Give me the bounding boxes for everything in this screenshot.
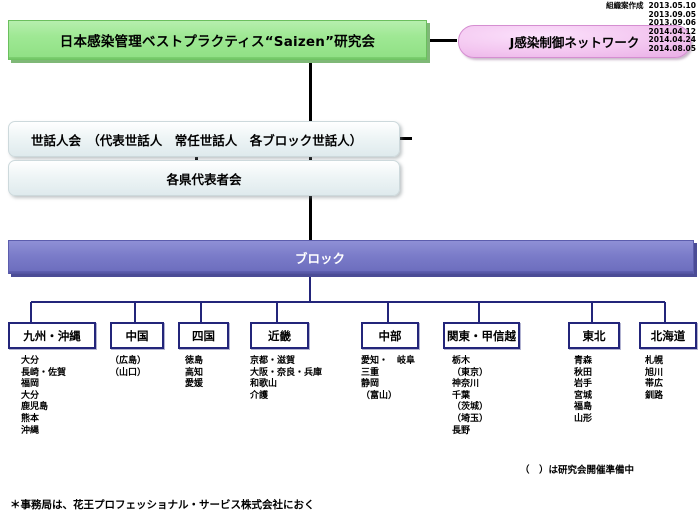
revision-label: 組織案作成 [606, 1, 644, 10]
revision-row: 2014.04.24 [606, 36, 696, 45]
kakuken-daihyosha-label: 各県代表者会 [166, 171, 242, 187]
prefecture-item: 青森 [574, 356, 593, 366]
prefecture-item: 宮城 [574, 390, 593, 401]
region-column: 四国 徳島高知愛媛 [178, 322, 229, 391]
prefecture-item: 愛知・ 岐阜 [361, 356, 416, 366]
prefecture-item: 秋田 [574, 367, 593, 378]
prefecture-list-hokkaido: 札幌旭川帯広釧路 [639, 356, 693, 402]
paren-note: （ ）は研究会開催準備中 [520, 465, 635, 476]
sewaninkai-label: 世話人会 （代表世話人 常任世話人 各ブロック世話人） [31, 132, 363, 148]
region-label: 関東・甲信越 [447, 328, 516, 343]
office-note: ＊事務局は、花王プロフェッショナル・サービス株式会社におく [10, 499, 315, 511]
region-label: 九州・沖縄 [23, 328, 81, 343]
revision-date: 2013.09.06 [648, 18, 696, 28]
prefecture-item: 岩手 [574, 379, 593, 390]
region-label: 北海道 [650, 328, 686, 343]
sewaninkai-kakuken-connector [195, 154, 198, 162]
prefecture-item: 福島 [574, 402, 593, 413]
prefecture-list-kyushu-okinawa: 大分長崎・佐賀福岡大分鹿児島熊本沖縄 [8, 356, 92, 437]
region-column: 九州・沖縄 大分長崎・佐賀福岡大分鹿児島熊本沖縄 [8, 322, 96, 437]
prefecture-item: 山形 [574, 413, 593, 424]
research-society-box: 日本感染管理ベストプラクティス“Saizen”研究会 [8, 20, 427, 60]
prefecture-item: 千葉 [452, 390, 471, 401]
sewaninkai-spine-connector [398, 137, 412, 140]
block-label: ブロック [294, 250, 345, 266]
infection-control-network-label: J感染制御ネットワーク [509, 35, 640, 50]
prefecture-item: 鹿児島 [21, 402, 49, 413]
region-label: 近畿 [268, 328, 291, 343]
prefecture-item: 愛媛 [185, 379, 204, 390]
prefecture-item: 神奈川 [452, 379, 480, 390]
revision-row: 2013.09.05 [606, 9, 696, 20]
prefecture-item: 長崎・佐賀 [21, 367, 67, 378]
prefecture-item: 釧路 [645, 390, 664, 401]
region-box-shikoku[interactable]: 四国 [178, 322, 229, 349]
prefecture-item: 福岡 [21, 379, 40, 390]
prefecture-item: 旭川 [645, 367, 664, 378]
prefecture-item: 高知 [185, 367, 204, 378]
region-label: 四国 [192, 328, 215, 343]
region-column: 関東・甲信越 栃木（東京）神奈川千葉（茨城）（埼玉）長野 [443, 322, 520, 437]
region-box-kanto-koshinetsu[interactable]: 関東・甲信越 [443, 322, 520, 349]
prefecture-item: 大分 [21, 356, 40, 366]
prefecture-item: 帯広 [645, 379, 664, 390]
prefecture-list-chubu: 愛知・ 岐阜三重静岡（富山） [361, 356, 415, 402]
society-network-connector [427, 39, 457, 42]
prefecture-item: 三重 [361, 367, 380, 378]
research-society-label: 日本感染管理ベストプラクティス“Saizen”研究会 [59, 34, 376, 50]
region-column: 中部 愛知・ 岐阜三重静岡（富山） [361, 322, 419, 402]
prefecture-item: 介護 [250, 390, 269, 401]
prefecture-list-shikoku: 徳島高知愛媛 [178, 356, 225, 391]
prefecture-item: 京都・滋賀 [250, 356, 296, 366]
sewaninkai-box: 世話人会 （代表世話人 常任世話人 各ブロック世話人） [8, 121, 400, 157]
prefecture-item: 長野 [452, 425, 471, 436]
region-box-chugoku[interactable]: 中国 [110, 322, 164, 349]
region-label: 中国 [125, 328, 149, 343]
prefecture-list-chugoku: （広島）（山口） [110, 356, 160, 379]
prefecture-item: 大阪・奈良・兵庫 [250, 367, 323, 378]
prefecture-item: （富山） [361, 390, 398, 401]
region-column: 東北 青森秋田岩手宮城福島山形 [568, 322, 620, 426]
region-box-kyushu-okinawa[interactable]: 九州・沖縄 [8, 322, 96, 349]
prefecture-item: （東京） [452, 367, 489, 378]
region-box-hokkaido[interactable]: 北海道 [639, 322, 697, 349]
prefecture-item: 静岡 [361, 379, 380, 390]
prefecture-list-kanto-koshinetsu: 栃木（東京）神奈川千葉（茨城）（埼玉）長野 [443, 356, 516, 437]
revision-date: 2014.08.05 [648, 43, 696, 53]
region-label: 東北 [582, 328, 606, 343]
prefecture-list-tohoku: 青森秋田岩手宮城福島山形 [568, 356, 616, 426]
revision-date: 2013.09.05 [648, 9, 696, 19]
region-connector-tree [29, 272, 667, 322]
prefecture-item: 栃木 [452, 356, 471, 366]
region-box-tohoku[interactable]: 東北 [568, 322, 620, 349]
region-column: 近畿 京都・滋賀大阪・奈良・兵庫和歌山介護 [250, 322, 323, 402]
region-column: 中国 （広島）（山口） [110, 322, 164, 379]
prefecture-item: （埼玉） [452, 413, 489, 424]
revision-row: 2013.09.06 [606, 18, 696, 28]
revision-row: 組織案作成 2013.05.10 [606, 1, 696, 11]
prefecture-list-kinki: 京都・滋賀大阪・奈良・兵庫和歌山介護 [250, 356, 323, 402]
region-box-chubu[interactable]: 中部 [361, 322, 419, 349]
revision-date: 2013.05.10 [648, 1, 696, 10]
block-bar: ブロック [8, 240, 694, 274]
revision-row: 2014.08.05 [606, 43, 696, 54]
revision-row: 2014.04.12 [606, 26, 696, 37]
region-label: 中部 [378, 328, 402, 343]
prefecture-item: 徳島 [185, 356, 204, 366]
prefecture-item: 熊本 [21, 413, 40, 424]
revision-date: 2014.04.12 [648, 26, 696, 36]
prefecture-item: 大分 [21, 390, 40, 401]
revision-date: 2014.04.24 [648, 35, 696, 45]
prefecture-item: 沖縄 [21, 425, 40, 436]
region-box-kinki[interactable]: 近畿 [250, 322, 309, 349]
kakuken-daihyosha-box: 各県代表者会 [8, 160, 400, 196]
prefecture-item: 和歌山 [250, 379, 278, 390]
region-column: 北海道 札幌旭川帯広釧路 [639, 322, 697, 402]
prefecture-item: 札幌 [645, 356, 664, 366]
prefecture-item: （山口） [110, 367, 147, 378]
prefecture-item: （茨城） [452, 402, 489, 413]
infection-control-network-pill: J感染制御ネットワーク [458, 25, 691, 58]
prefecture-item: （広島） [110, 356, 147, 366]
